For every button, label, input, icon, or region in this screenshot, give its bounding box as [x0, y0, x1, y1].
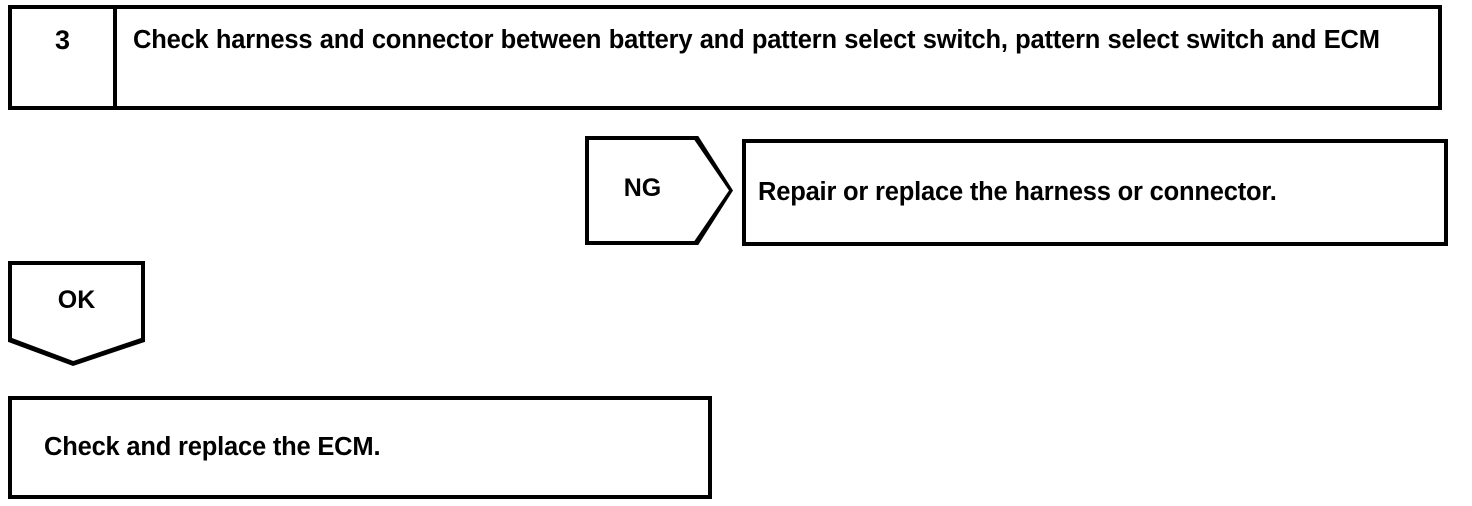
ng-branch-arrow: NG — [585, 136, 733, 245]
ecm-result-text: Check and replace the ECM. — [44, 432, 381, 461]
repair-result-box: Repair or replace the harness or connect… — [742, 139, 1448, 246]
ok-branch-arrow: OK — [8, 261, 145, 366]
step-number-cell: 3 — [12, 9, 117, 106]
ok-branch-label: OK — [57, 286, 96, 314]
step-description-cell: Check harness and connector between batt… — [117, 9, 1438, 106]
ecm-result-box: Check and replace the ECM. — [8, 396, 712, 499]
step-description: Check harness and connector between batt… — [133, 26, 1380, 54]
step-row: 3 Check harness and connector between ba… — [8, 5, 1442, 110]
ng-branch-arrow-fill — [589, 140, 729, 241]
repair-result-text: Repair or replace the harness or connect… — [758, 177, 1277, 206]
ng-branch-label: NG — [623, 174, 662, 202]
step-number: 3 — [54, 25, 71, 55]
ok-branch-arrow-fill — [12, 265, 141, 361]
